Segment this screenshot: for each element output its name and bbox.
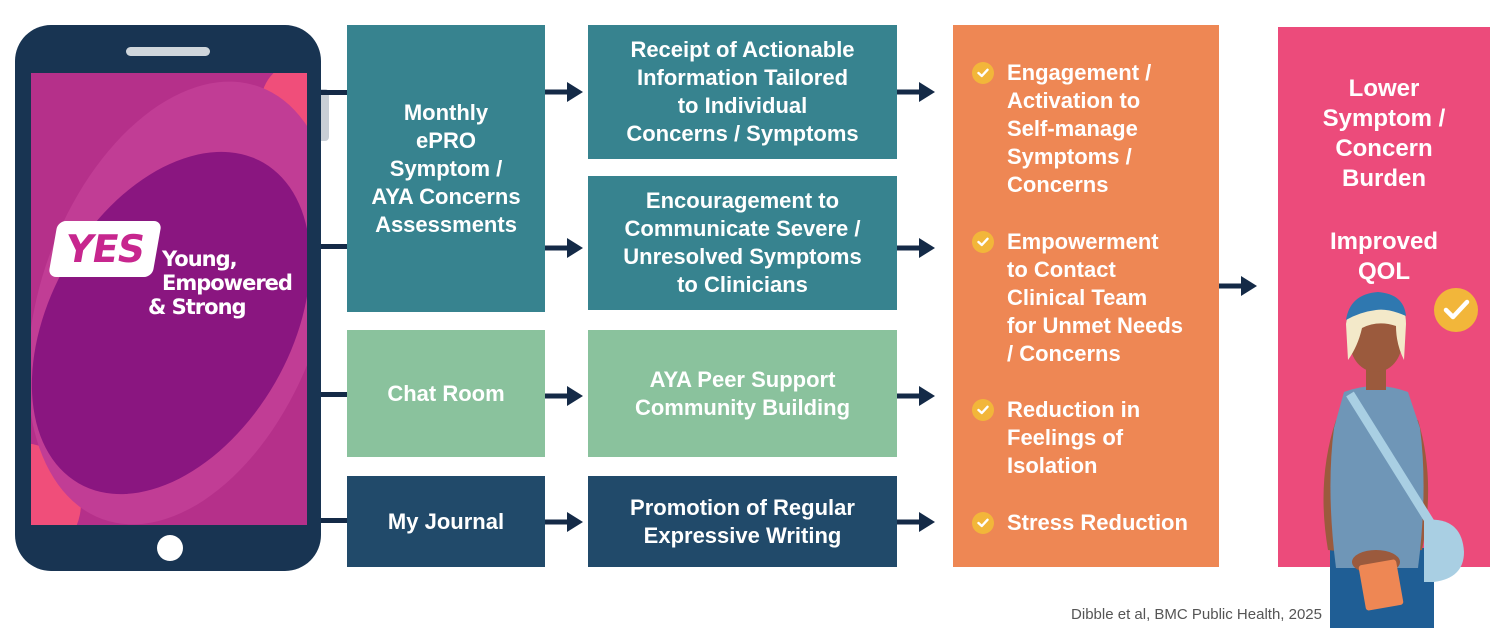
mechanism-expressive-writing: Promotion of Regular Expressive Writing [588, 476, 897, 567]
right-arrow-icon [1219, 276, 1257, 296]
right-arrow-icon [545, 238, 583, 258]
outcome-empowerment: Empowerment to Contact Clinical Team for… [972, 228, 1212, 368]
right-arrow-icon [545, 386, 583, 406]
outcome-label: Empowerment to Contact Clinical Team for… [1007, 229, 1184, 366]
young-adult-illustration [1323, 288, 1478, 628]
check-circle-icon [972, 512, 994, 534]
feature-my-journal: My Journal [347, 476, 545, 567]
right-arrow-icon [897, 512, 935, 532]
outcome-engagement: Engagement / Activation to Self-manage S… [972, 59, 1212, 199]
connector-line-1 [321, 90, 347, 95]
yes-logo-mark: YES [62, 227, 148, 271]
mechanism-label: Encouragement to Communicate Severe / Un… [623, 188, 862, 297]
right-arrow-icon [545, 512, 583, 532]
mechanism-peer-support: AYA Peer Support Community Building [588, 330, 897, 457]
check-circle-icon [972, 62, 994, 84]
result-quality-of-life: Improved QOL [1329, 228, 1439, 285]
mechanism-label: Promotion of Regular Expressive Writing [630, 494, 855, 548]
outcome-isolation-reduction: Reduction in Feelings of Isolation [972, 396, 1212, 480]
tagline-line-3: & Strong [148, 295, 247, 319]
outcomes-panel [953, 25, 1219, 567]
smartphone: YES Young, Empowered & Strong [15, 25, 329, 571]
feature-label: Monthly ePRO Symptom / AYA Concerns Asse… [371, 99, 521, 237]
check-circle-icon [972, 399, 994, 421]
feature-epro-assessments: Monthly ePRO Symptom / AYA Concerns Asse… [347, 25, 545, 312]
mechanism-label: Receipt of Actionable Information Tailor… [626, 37, 859, 146]
result-symptom-burden: Lower Symptom / Concern Burden [1322, 75, 1446, 192]
connector-line-3 [321, 392, 347, 397]
connector-line-2 [321, 244, 347, 249]
outcome-label: Engagement / Activation to Self-manage S… [1007, 60, 1152, 197]
check-circle-icon [972, 231, 994, 253]
right-arrow-icon [545, 82, 583, 102]
right-arrow-icon [897, 238, 935, 258]
phone-screen: YES Young, Empowered & Strong [31, 73, 307, 525]
tagline-line-1: Young, [162, 247, 238, 271]
outcome-stress-reduction: Stress Reduction [972, 509, 1212, 537]
outcome-label: Stress Reduction [1007, 510, 1188, 535]
right-arrow-icon [897, 82, 935, 102]
feature-chat-room: Chat Room [347, 330, 545, 457]
outcome-label: Reduction in Feelings of Isolation [1007, 397, 1141, 478]
phone-side-button [321, 89, 329, 141]
yes-logo-badge: YES [48, 221, 162, 277]
screen-background-art [31, 73, 307, 525]
feature-label: My Journal [387, 508, 505, 534]
connector-line-4 [321, 518, 347, 523]
tagline-line-2: Empowered [162, 271, 293, 295]
phone-home-button [157, 535, 183, 561]
right-arrow-icon [897, 386, 935, 406]
mechanism-label: AYA Peer Support Community Building [634, 366, 851, 420]
logo-tagline: Young, Empowered & Strong [148, 247, 293, 319]
feature-label: Chat Room [387, 380, 505, 406]
phone-speaker [126, 47, 210, 56]
mechanism-encourage-communication: Encouragement to Communicate Severe / Un… [588, 176, 897, 310]
citation-text: Dibble et al, BMC Public Health, 2025 [1071, 606, 1322, 623]
mechanism-actionable-information: Receipt of Actionable Information Tailor… [588, 25, 897, 159]
